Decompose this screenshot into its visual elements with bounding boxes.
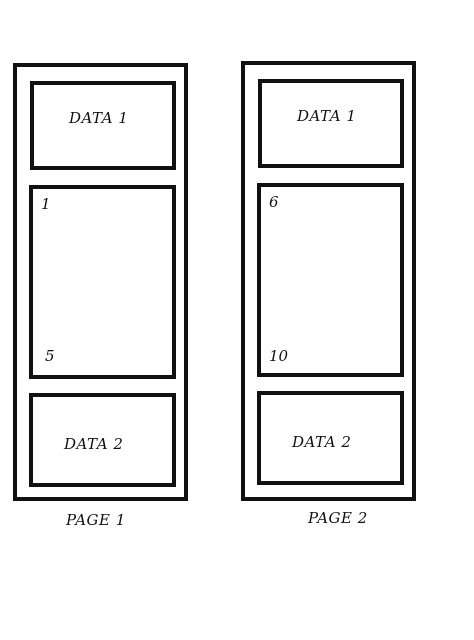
- page-1-header-box: DATA 1: [30, 81, 176, 170]
- page-2-body-start-number: 6: [269, 193, 279, 211]
- page-2-caption: PAGE 2: [308, 509, 368, 527]
- page-1-footer-box: DATA 2: [29, 393, 176, 487]
- page-1-caption: PAGE 1: [66, 511, 126, 529]
- page-1-frame: DATA 1 1 5 DATA 2: [13, 63, 188, 501]
- page-1-body-end-number: 5: [45, 347, 55, 365]
- page-2-header-label: DATA 1: [297, 107, 357, 125]
- page-2-header-box: DATA 1: [258, 79, 404, 168]
- page-1-body-start-number: 1: [41, 195, 51, 213]
- page-2-body-end-number: 10: [269, 347, 289, 365]
- page-2-footer-box: DATA 2: [257, 391, 404, 485]
- page-1-header-label: DATA 1: [69, 109, 129, 127]
- page-2-frame: DATA 1 6 10 DATA 2: [241, 61, 416, 501]
- page-2-footer-label: DATA 2: [292, 433, 352, 451]
- page-2-body-box: 6 10: [257, 183, 404, 377]
- page-1-body-box: 1 5: [29, 185, 176, 379]
- page-1-footer-label: DATA 2: [64, 435, 124, 453]
